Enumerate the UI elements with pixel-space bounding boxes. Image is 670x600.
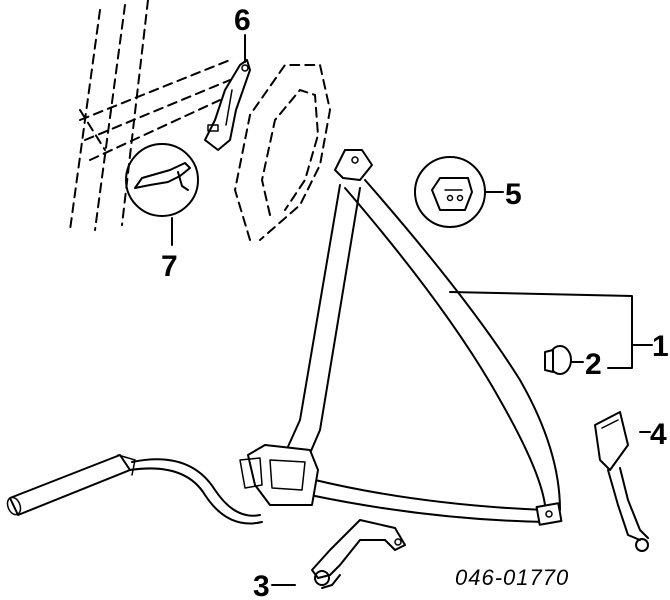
callout-4: 4: [650, 418, 667, 451]
retractor-housing: [239, 444, 319, 506]
belt-stalk: [6, 454, 263, 525]
callout-3: 3: [253, 570, 270, 600]
seat-belt-buckle: [594, 411, 649, 552]
part-number-label: 046-01770: [455, 565, 569, 590]
leader-lines: [171, 34, 653, 586]
callout-6: 6: [234, 4, 251, 37]
callout-5: 5: [505, 178, 522, 211]
upper-anchor-bracket: [204, 59, 251, 151]
trim-cap: [544, 345, 572, 375]
lower-anchor: [311, 519, 406, 589]
clip-detail-circle: [414, 156, 486, 228]
callout-7: 7: [161, 250, 178, 283]
body-outline-dashed: [69, 0, 332, 241]
callout-2: 2: [585, 348, 602, 381]
callout-1: 1: [652, 330, 669, 363]
hook-detail-circle: [125, 143, 199, 217]
